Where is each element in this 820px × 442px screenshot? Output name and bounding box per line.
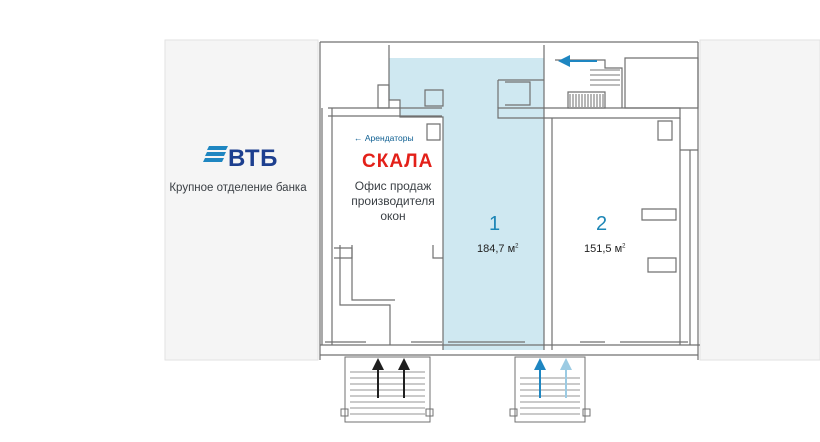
vtb-building xyxy=(164,39,319,361)
vtb-logo-icon xyxy=(203,146,228,162)
entrance-arrow-dark-2 xyxy=(398,358,410,398)
room-1-area: 184,7 м2 xyxy=(477,243,519,255)
vtb-logo-text: ВТБ xyxy=(228,145,278,172)
office-description: Офис продаж производителя окон xyxy=(351,179,435,223)
vtb-description: Крупное отделение банка xyxy=(169,182,307,194)
arrow-left-icon: ← xyxy=(354,133,365,143)
entrance-arrow-light xyxy=(560,358,572,398)
entrance-arrow-blue xyxy=(534,358,546,398)
top-entrance-arrow xyxy=(558,55,597,67)
entrance-arrow-dark-1 xyxy=(372,358,384,398)
right-porch xyxy=(514,356,586,423)
tenants-link[interactable]: ← Арендаторы xyxy=(354,133,414,143)
left-porch xyxy=(344,356,431,423)
room-1-number: 1 xyxy=(489,213,501,235)
room-1-highlight xyxy=(389,58,544,350)
skala-logo: СКАЛА xyxy=(362,151,434,172)
neighbour-building xyxy=(699,39,820,361)
room-2-area: 151,5 м2 xyxy=(584,243,626,255)
room-2-number: 2 xyxy=(596,213,608,235)
